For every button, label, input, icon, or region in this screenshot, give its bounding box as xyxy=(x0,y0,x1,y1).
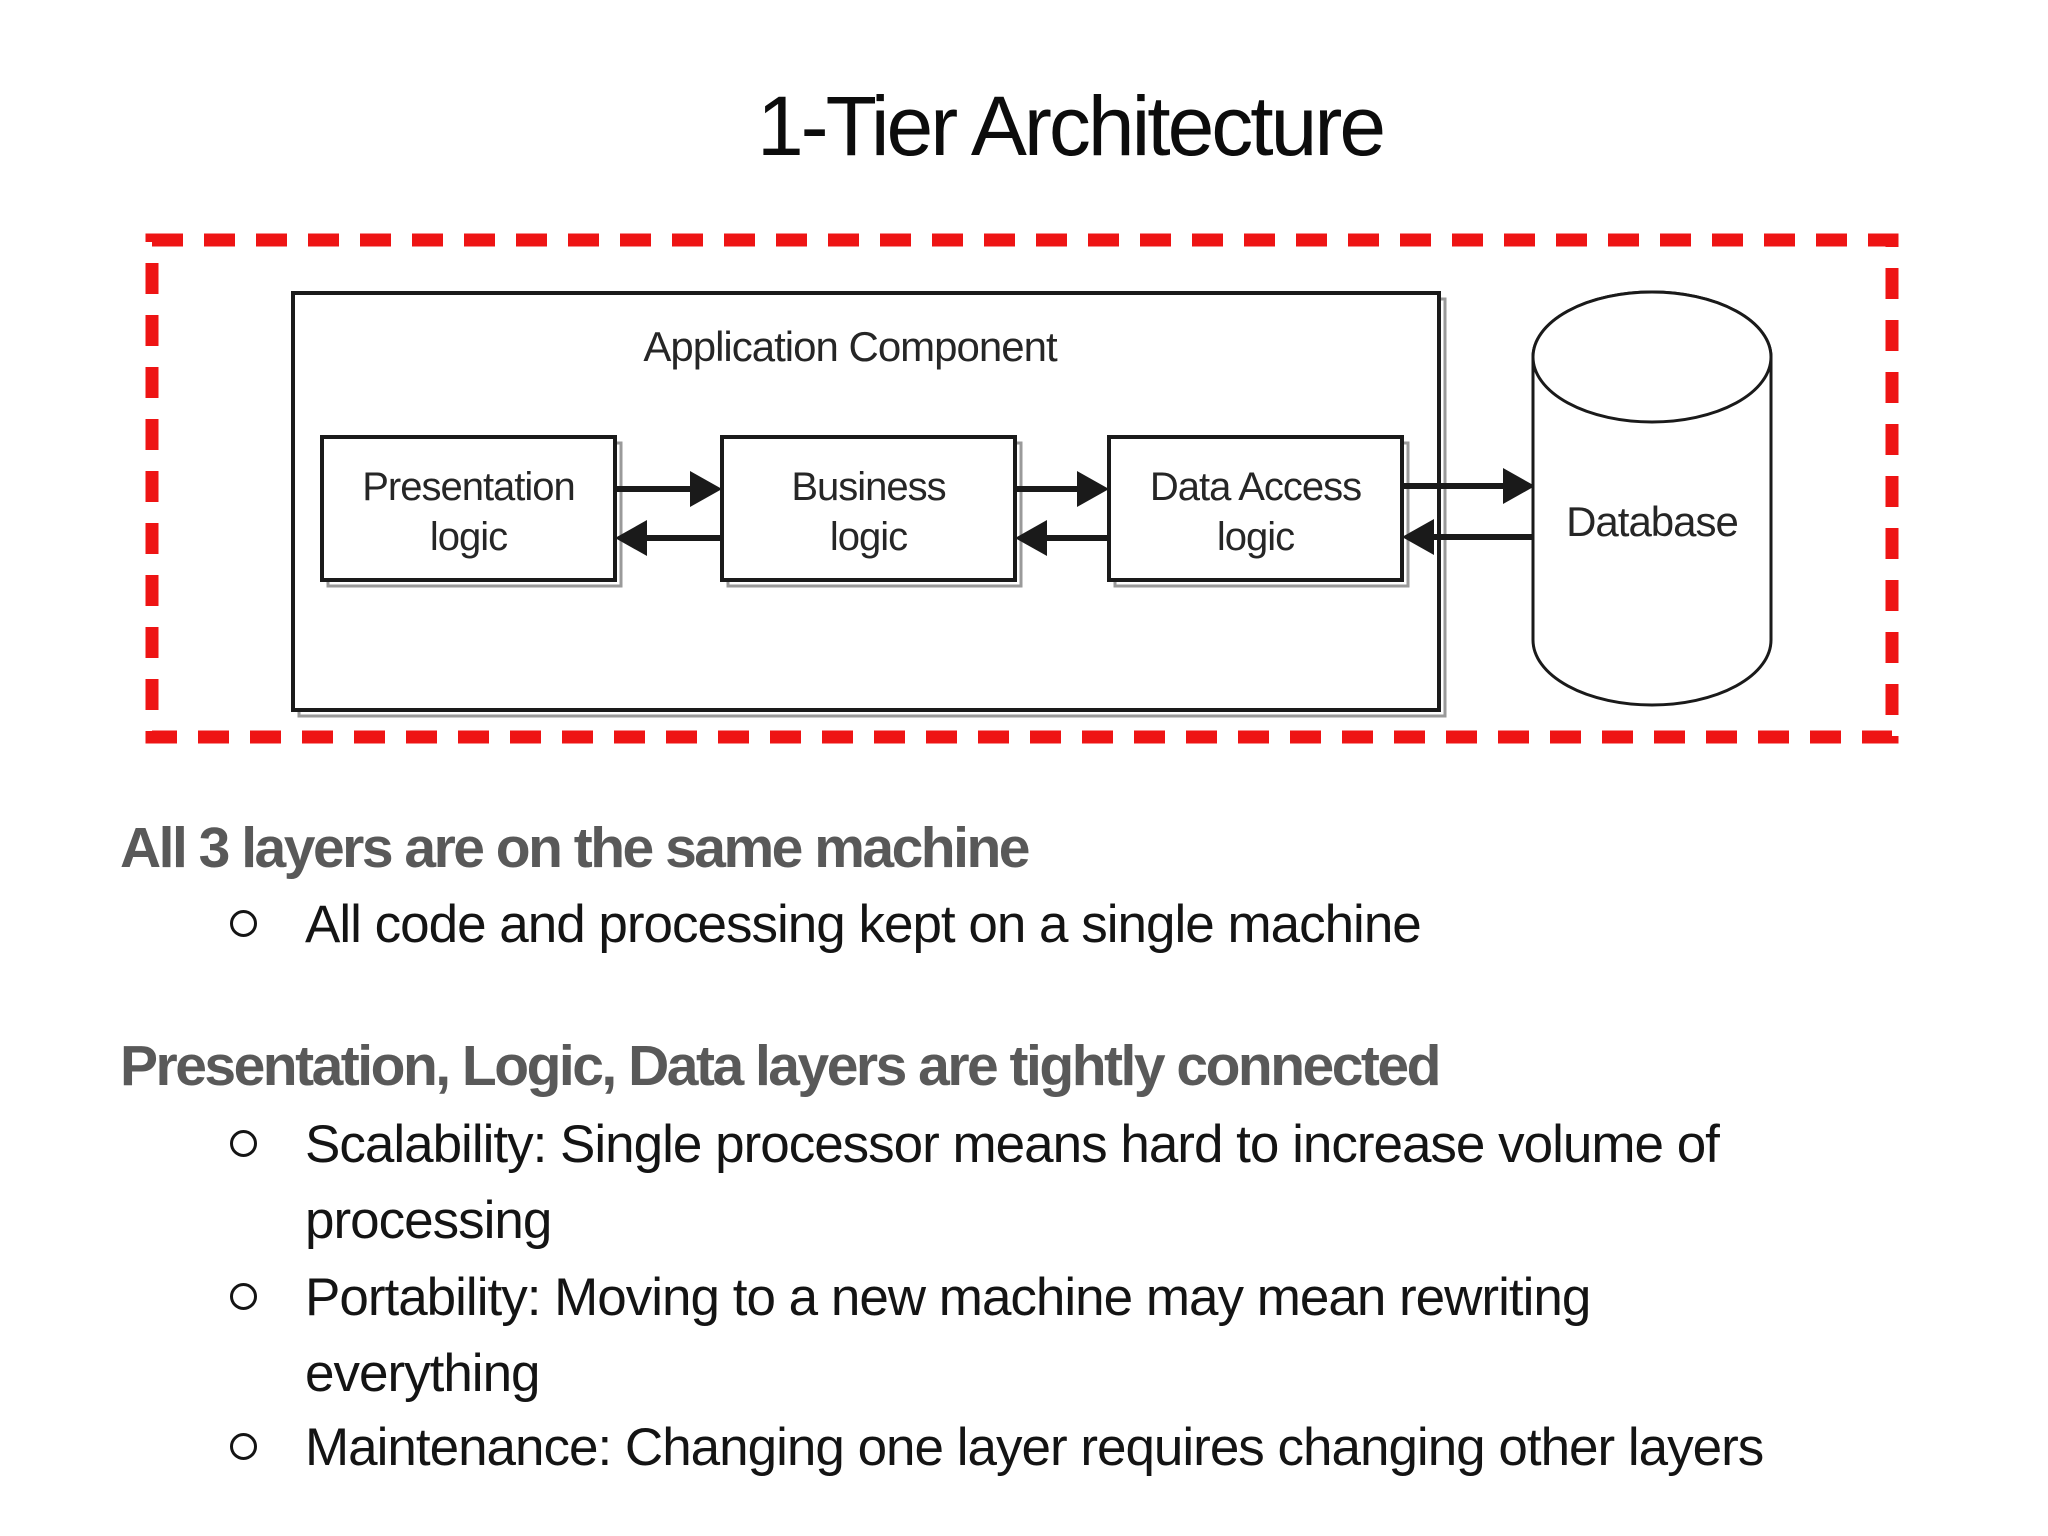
bullet-all-code-line1: All code and processing kept on a single… xyxy=(305,895,1422,954)
data-access-logic-box xyxy=(1107,435,1404,582)
arrow-presentation-to-business xyxy=(617,471,722,507)
database-cylinder xyxy=(1531,290,1773,707)
bullet-circle-icon xyxy=(230,1130,257,1157)
arrow-database-to-data-access xyxy=(1402,519,1535,555)
business-logic-label-line1: Business xyxy=(791,465,946,509)
business-logic-label-line2: logic xyxy=(829,515,908,559)
slide-title: 1-Tier Architecture xyxy=(756,79,1386,173)
bullet-all-code: All code and processing kept on a single… xyxy=(305,887,1422,963)
arrow-data-access-to-database xyxy=(1404,468,1535,504)
database-label: Database xyxy=(1566,498,1739,545)
arrow-business-to-presentation xyxy=(615,520,722,556)
heading-same-machine: All 3 layers are on the same machine xyxy=(120,816,1030,880)
bullet-circle-icon xyxy=(230,1283,257,1310)
presentation-logic-label: Presentation logic xyxy=(322,462,615,562)
data-access-logic-label-line2: logic xyxy=(1216,515,1295,559)
bullet-portability-line2: everything xyxy=(305,1344,541,1403)
heading-tightly-connected: Presentation, Logic, Data layers are tig… xyxy=(120,1034,1441,1098)
bullet-portability: Portability: Moving to a new machine may… xyxy=(305,1260,1591,1412)
tier-boundary-dashed-border xyxy=(145,233,1899,744)
presentation-logic-box xyxy=(320,435,617,582)
bullet-scalability: Scalability: Single processor means hard… xyxy=(305,1107,1720,1259)
bullet-circle-icon xyxy=(230,910,257,937)
bullet-scalability-line2: processing xyxy=(305,1191,552,1250)
bullet-maintenance: Maintenance: Changing one layer requires… xyxy=(305,1410,1764,1486)
application-component-label: Application Component xyxy=(643,323,1057,370)
bullet-scalability-line1: Scalability: Single processor means hard… xyxy=(305,1115,1720,1174)
bullet-portability-line1: Portability: Moving to a new machine may… xyxy=(305,1268,1591,1327)
business-logic-box xyxy=(720,435,1017,582)
arrow-data-access-to-business xyxy=(1015,520,1109,556)
bullet-maintenance-line1: Maintenance: Changing one layer requires… xyxy=(305,1418,1764,1477)
data-access-logic-label-line1: Data Access xyxy=(1149,465,1362,509)
business-logic-label: Business logic xyxy=(722,462,1015,562)
bullet-circle-icon xyxy=(230,1433,257,1460)
data-access-logic-label: Data Access logic xyxy=(1109,462,1402,562)
presentation-logic-label-line2: logic xyxy=(429,515,508,559)
arrow-business-to-data-access xyxy=(1017,471,1109,507)
presentation-logic-label-line1: Presentation xyxy=(362,465,576,509)
